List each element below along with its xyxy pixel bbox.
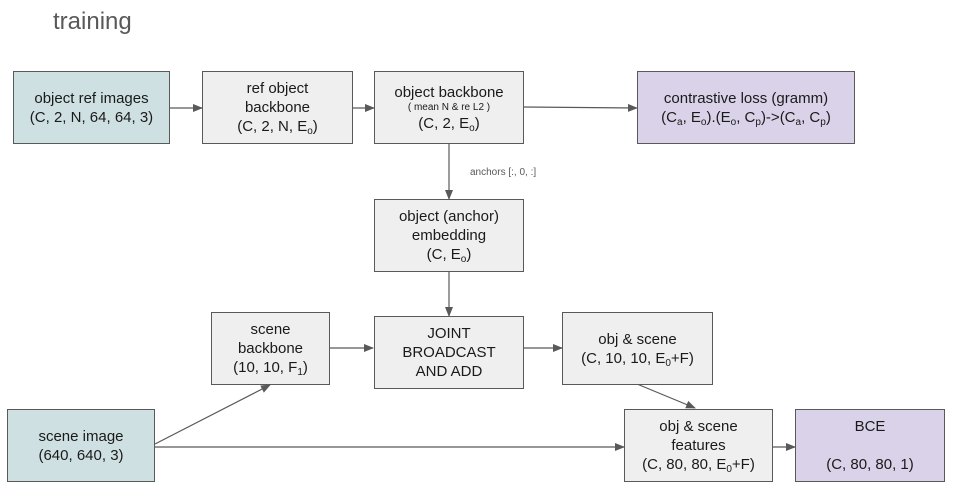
node-label: backbone: [244, 99, 311, 116]
node-shape: (640, 640, 3): [38, 446, 124, 464]
node-object-ref-images: object ref images (C, 2, N, 64, 64, 3): [13, 71, 170, 144]
node-joint-broadcast-add: JOINT BROADCAST AND ADD: [374, 316, 524, 389]
node-label: BROADCAST: [402, 344, 496, 361]
node-anchor-embedding: object (anchor) embedding (C, Eo): [374, 199, 524, 272]
node-label: backbone: [237, 340, 304, 357]
node-label: obj & scene: [659, 418, 738, 435]
node-label: contrastive loss (gramm): [663, 89, 829, 107]
edge-objscene-to-features: [636, 383, 696, 409]
node-label: BCE: [854, 418, 886, 435]
node-shape: (C, 80, 80, 1): [826, 456, 914, 473]
node-label: obj & scene: [598, 330, 677, 348]
node-object-backbone: object backbone ( mean N & re L2 ) (C, 2…: [374, 71, 524, 144]
node-shape: (C, 2, N, 64, 64, 3): [29, 108, 154, 126]
edge-sceneimage-to-scenebackbone: [154, 384, 271, 445]
edge-objbackbone-to-contrastive: [523, 103, 638, 112]
node-shape: (C, 10, 10, E0+F): [581, 349, 694, 369]
node-label: object (anchor): [398, 208, 500, 225]
node-contrastive-loss: contrastive loss (gramm) (Ca, Eo).(Eo, C…: [637, 71, 855, 144]
node-ref-object-backbone: ref object backbone (C, 2, N, Eo): [202, 71, 353, 144]
node-shape: (C, Eo): [426, 246, 472, 265]
node-label: AND ADD: [415, 363, 483, 380]
diagram-title: training: [53, 8, 132, 35]
node-label: scene image: [38, 427, 124, 445]
node-label: object ref images: [34, 89, 149, 107]
node-shape: (10, 10, F1): [233, 359, 308, 378]
node-label: object backbone: [394, 83, 504, 101]
node-label: scene: [250, 321, 291, 338]
node-shape: (C, 80, 80, E0+F): [642, 456, 755, 475]
node-label: ref object: [246, 80, 309, 97]
node-obj-scene-features: obj & scene features (C, 80, 80, E0+F): [624, 409, 773, 482]
node-formula: (Ca, Eo).(Eo, Cp)->(Ca, Cp): [661, 108, 831, 128]
node-bce: BCE (C, 80, 80, 1): [795, 409, 945, 482]
node-note: ( mean N & re L2 ): [407, 101, 491, 113]
node-label: features: [671, 437, 726, 454]
node-shape: (C, 2, N, Eo): [237, 118, 318, 137]
node-label: JOINT: [427, 325, 471, 342]
edge-label-anchors: anchors [:, 0, :]: [470, 167, 537, 178]
node-shape: (C, 2, Eo): [418, 114, 480, 134]
node-obj-scene: obj & scene (C, 10, 10, E0+F): [562, 312, 713, 385]
node-label: embedding: [411, 227, 487, 244]
node-scene-image: scene image (640, 640, 3): [7, 409, 155, 482]
node-scene-backbone: scene backbone (10, 10, F1): [211, 312, 330, 385]
